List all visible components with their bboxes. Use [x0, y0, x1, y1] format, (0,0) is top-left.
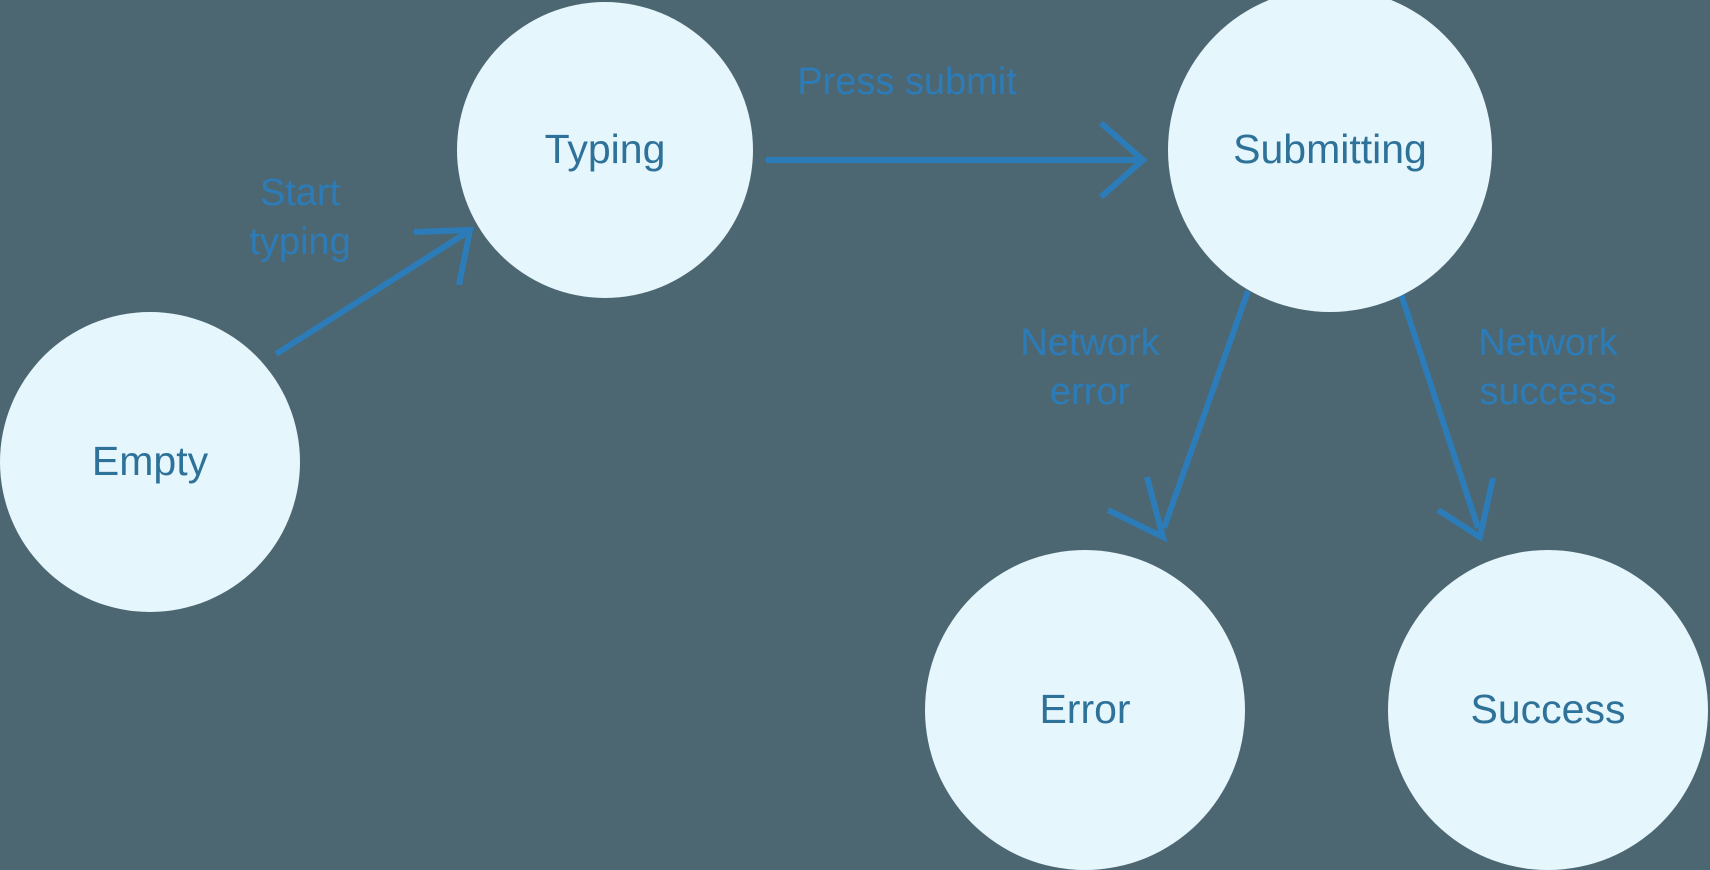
node-error-circle: [925, 550, 1245, 870]
node-typing-label: Typing: [545, 126, 666, 172]
edge-label-start-typing: Start typing: [249, 172, 350, 263]
node-success-label: Success: [1471, 686, 1626, 732]
edge-typing-to-submitting-arrowhead: [1099, 120, 1148, 200]
edge-label-press-submit-line1: Press submit: [797, 61, 1017, 103]
node-typing[interactable]: Typing: [457, 2, 753, 298]
edge-label-start-typing-line1: Start: [260, 172, 341, 214]
node-typing-circle: [457, 2, 753, 298]
edge-empty-to-typing[interactable]: [274, 226, 474, 357]
edge-typing-to-submitting[interactable]: [766, 120, 1148, 200]
node-error-label: Error: [1039, 686, 1130, 732]
node-success-circle: [1388, 550, 1708, 870]
node-submitting-label: Submitting: [1233, 126, 1427, 172]
edge-submitting-to-success[interactable]: [1397, 290, 1496, 542]
edge-label-network-error: Network error: [1020, 322, 1160, 413]
edge-submitting-to-error-arrowhead: [1106, 476, 1168, 543]
edge-label-start-typing-line2: typing: [249, 221, 350, 263]
edge-submitting-to-success-line: [1397, 290, 1481, 529]
edge-label-network-error-line1: Network: [1020, 322, 1160, 364]
edge-submitting-to-error-line: [1161, 289, 1251, 530]
edge-label-press-submit: Press submit: [797, 61, 1017, 103]
edge-label-network-success-line1: Network: [1478, 322, 1618, 364]
node-submitting[interactable]: Submitting: [1168, 0, 1492, 312]
node-empty-label: Empty: [92, 438, 209, 484]
edge-submitting-to-error[interactable]: [1106, 289, 1251, 543]
node-success[interactable]: Success: [1388, 550, 1708, 870]
edge-empty-to-typing-line: [274, 230, 468, 357]
edge-label-network-success: Network success: [1478, 322, 1618, 413]
edge-label-network-success-line2: success: [1479, 371, 1616, 413]
node-submitting-circle: [1168, 0, 1492, 312]
node-error[interactable]: Error: [925, 550, 1245, 870]
edge-empty-to-typing-arrowhead: [413, 226, 474, 286]
edge-submitting-to-success-arrowhead: [1436, 477, 1496, 542]
node-empty-circle: [0, 312, 300, 612]
node-empty[interactable]: Empty: [0, 312, 300, 612]
edge-label-network-error-line2: error: [1050, 371, 1131, 413]
